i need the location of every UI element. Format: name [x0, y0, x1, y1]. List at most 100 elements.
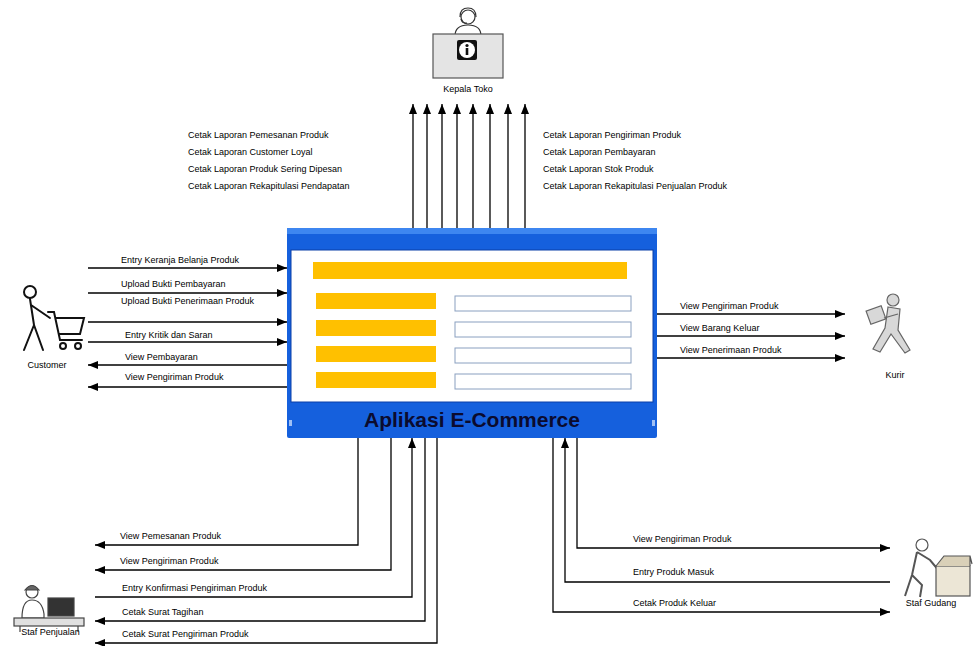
flow-label: Upload Bukti Penerimaan Produk — [121, 296, 261, 306]
system-box: Aplikasi E-Commerce — [287, 228, 657, 438]
flow-label: Cetak Laporan Rekapitulasi Pendapatan — [188, 181, 350, 191]
app-window-part — [287, 228, 657, 438]
warehouse-staff-icon-part — [916, 539, 928, 551]
actor-node: Kepala Toko — [420, 4, 516, 104]
data-flow-arrow — [657, 313, 845, 314]
manager-icon-part — [457, 40, 477, 60]
system-title: Aplikasi E-Commerce — [287, 408, 657, 432]
data-flow-arrow — [507, 104, 508, 228]
warehouse-staff-icon — [905, 539, 972, 597]
actor-node: Staf Gudang — [890, 530, 972, 618]
courier-icon-part — [887, 294, 899, 306]
data-flow-arrow — [88, 321, 287, 322]
data-flow-arrow — [95, 438, 391, 570]
app-window-part — [455, 348, 631, 363]
flow-label: Entry Konfirmasi Pengiriman Produk — [122, 583, 267, 593]
flow-label: Cetak Surat Tagihan — [122, 607, 203, 617]
sales-staff-icon-part — [22, 600, 44, 618]
manager-icon — [433, 8, 503, 78]
courier-icon — [866, 294, 910, 353]
warehouse-staff-icon-part — [936, 556, 972, 566]
customer-icon — [24, 286, 84, 350]
app-window — [287, 228, 657, 438]
data-flow-arrow — [95, 438, 425, 621]
actor-node: Kurir — [845, 288, 945, 388]
data-flow-arrow — [553, 438, 890, 612]
app-window-part — [316, 293, 436, 309]
data-flow-arrow — [489, 104, 490, 228]
manager-icon-part — [459, 42, 475, 58]
data-flow-arrow — [577, 438, 890, 548]
flow-label: View Pengiriman Produk — [680, 301, 778, 311]
customer-icon-part — [24, 286, 36, 298]
data-flow-arrow — [88, 292, 287, 293]
sales-staff-icon-part — [25, 586, 39, 591]
flow-label: View Pengiriman Produk — [633, 534, 731, 544]
flow-label: Cetak Laporan Produk Sering Dipesan — [188, 164, 342, 174]
warehouse-staff-icon-part — [905, 552, 940, 597]
sales-staff-icon-part — [14, 618, 84, 626]
app-window-part — [316, 346, 436, 362]
actor-node: Staf Penjualan — [6, 530, 95, 646]
flow-label: View Pembayaran — [125, 352, 198, 362]
flow-label: Cetak Produk Keluar — [633, 598, 716, 608]
warehouse-staff-icon-part — [936, 566, 970, 596]
flow-label: Cetak Laporan Pembayaran — [543, 147, 656, 157]
app-window-part — [316, 372, 436, 388]
flow-label: Entry Produk Masuk — [633, 567, 714, 577]
flow-label: Upload Bukti Pembayaran — [121, 279, 226, 289]
flow-label: Cetak Laporan Customer Loyal — [188, 147, 313, 157]
customer-icon-part — [48, 312, 84, 340]
data-flow-arrow — [524, 104, 525, 228]
data-flow-arrow — [441, 104, 442, 228]
app-window-part — [455, 374, 631, 389]
courier-icon-part — [866, 306, 886, 325]
flow-label: Cetak Surat Pengiriman Produk — [122, 629, 249, 639]
data-flow-arrow — [565, 438, 890, 582]
actor-label: Kepala Toko — [420, 84, 516, 95]
manager-icon-part — [466, 48, 469, 55]
data-flow-arrow — [426, 104, 427, 228]
flow-label: Cetak Laporan Pengiriman Produk — [543, 130, 681, 140]
sales-staff-icon-part — [26, 586, 38, 598]
courier-icon-part — [884, 314, 898, 318]
actor-label: Staf Penjualan — [6, 627, 95, 638]
app-window-part — [316, 320, 436, 336]
app-window-part — [291, 250, 653, 402]
flow-label: View Penerimaan Produk — [680, 345, 781, 355]
flow-label: Entry Kritik dan Saran — [125, 330, 213, 340]
data-flow-arrow — [88, 341, 287, 342]
data-flow-arrow — [412, 104, 413, 228]
sales-staff-icon — [14, 586, 84, 633]
flow-label: Cetak Laporan Pemesanan Produk — [188, 130, 329, 140]
data-flow-arrow — [472, 104, 473, 228]
data-flow-arrow — [95, 438, 358, 545]
data-flow-arrow — [657, 335, 845, 336]
actor-label: Staf Gudang — [890, 598, 972, 609]
app-window-part — [313, 262, 627, 279]
actor-node: Customer — [6, 252, 88, 392]
flow-label: Cetak Laporan Stok Produk — [543, 164, 654, 174]
flow-label: View Pemesanan Produk — [120, 531, 221, 541]
flow-label: View Barang Keluar — [680, 323, 759, 333]
sales-staff-icon-part — [48, 598, 74, 616]
manager-icon-part — [433, 34, 503, 78]
manager-icon-part — [461, 10, 475, 24]
app-window-part — [455, 296, 631, 311]
app-window-part — [652, 420, 655, 426]
app-window-part — [455, 322, 631, 337]
manager-icon-part — [460, 8, 476, 17]
manager-icon-part — [461, 19, 467, 23]
flow-label: View Pengiriman Produk — [120, 556, 218, 566]
customer-icon-part — [24, 299, 50, 350]
app-window-part — [287, 228, 657, 234]
data-flow-arrow — [88, 267, 287, 268]
data-flow-arrow — [95, 438, 437, 643]
flow-label: Entry Keranja Belanja Produk — [121, 255, 239, 265]
data-flow-arrow — [456, 104, 457, 228]
app-window-part — [289, 420, 292, 426]
data-flow-arrow — [657, 357, 845, 358]
